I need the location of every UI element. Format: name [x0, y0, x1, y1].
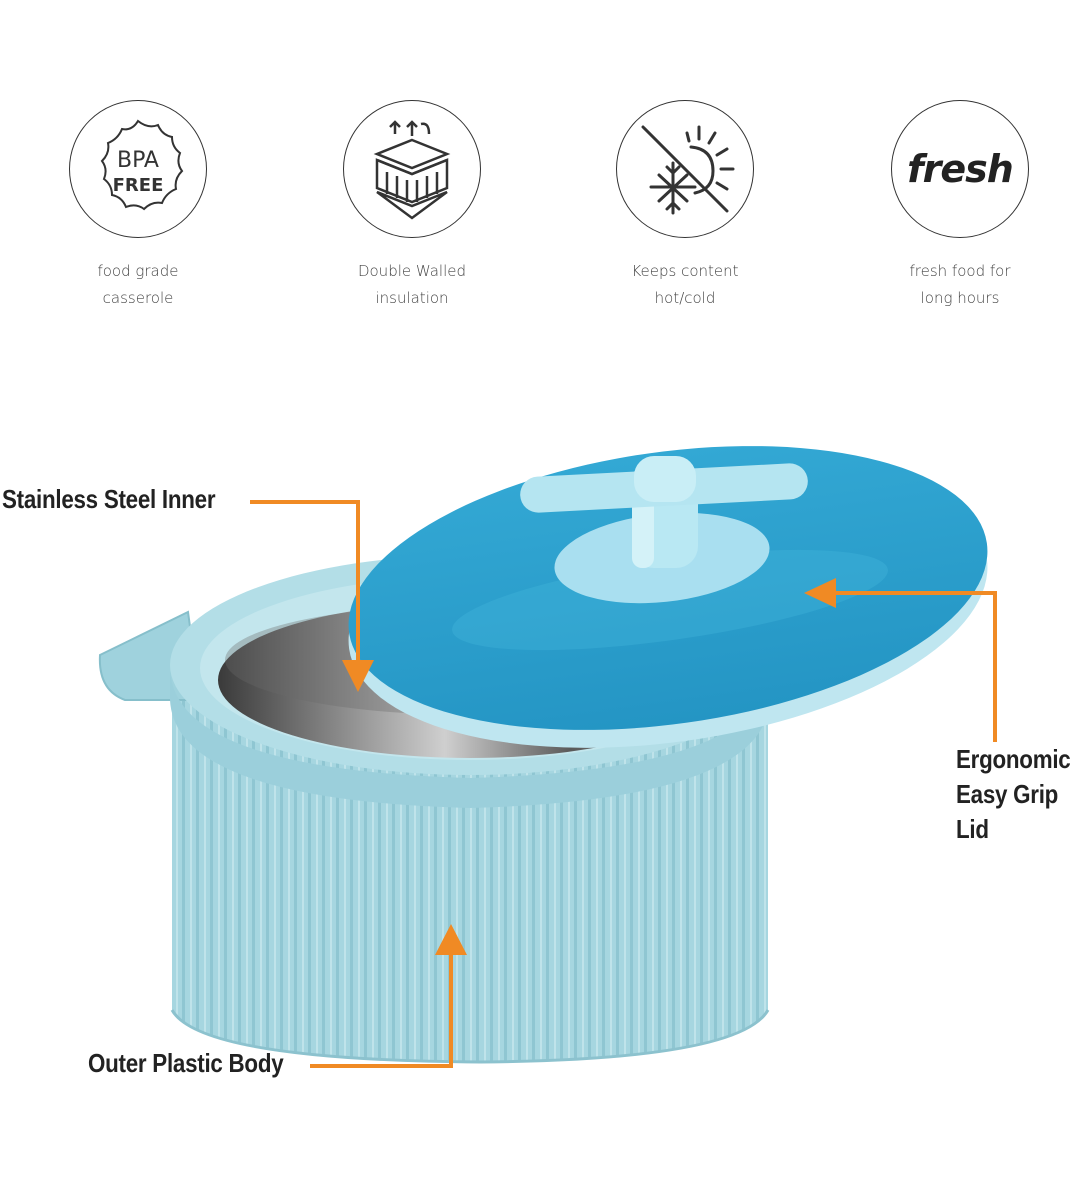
feature-caption-line1: Keeps content — [631, 262, 739, 280]
feature-caption-line2: hot/cold — [654, 289, 716, 307]
feature-bpa-free: BPA FREE food grade casserole — [38, 100, 238, 312]
feature-caption-line1: Double Walled — [357, 262, 467, 280]
hot-cold-icon — [616, 100, 754, 238]
body-arrow-line — [310, 952, 453, 1068]
fresh-logo-text: fresh — [907, 147, 1014, 191]
feature-caption-line2: casserole — [102, 289, 174, 307]
lid-arrow-line — [828, 591, 997, 742]
fresh-icon: fresh — [891, 100, 1029, 238]
callout-lid-line2: Easy Grip — [956, 779, 1059, 809]
lid-arrow-head — [804, 578, 836, 608]
insulation-layers-icon — [343, 100, 481, 238]
callout-lid-line3: Lid — [956, 814, 989, 844]
free-text: FREE — [113, 175, 164, 196]
feature-hot-cold: Keeps content hot/cold — [585, 100, 785, 312]
inner-arrow-head — [342, 660, 374, 692]
callout-outer-plastic-body: Outer Plastic Body — [88, 1048, 284, 1078]
callout-ergonomic-lid: Ergonomic Easy Grip Lid — [956, 742, 1071, 847]
bpa-free-icon: BPA FREE — [69, 100, 207, 238]
inner-arrow-line — [250, 500, 360, 660]
body-arrow-head — [435, 924, 467, 955]
feature-caption-line1: fresh food for — [909, 262, 1011, 280]
feature-caption-line2: insulation — [375, 289, 449, 307]
casserole-lid — [348, 446, 988, 748]
callout-lid-line1: Ergonomic — [956, 744, 1071, 774]
feature-fresh: fresh fresh food for long hours — [860, 100, 1060, 312]
callout-stainless-steel-inner: Stainless Steel Inner — [2, 484, 216, 514]
feature-caption-line2: long hours — [920, 289, 1000, 307]
bpa-text: BPA — [117, 148, 159, 173]
callout-arrows — [250, 500, 997, 1068]
feature-caption-line1: food grade — [97, 262, 179, 280]
feature-double-walled: Double Walled insulation — [312, 100, 512, 312]
